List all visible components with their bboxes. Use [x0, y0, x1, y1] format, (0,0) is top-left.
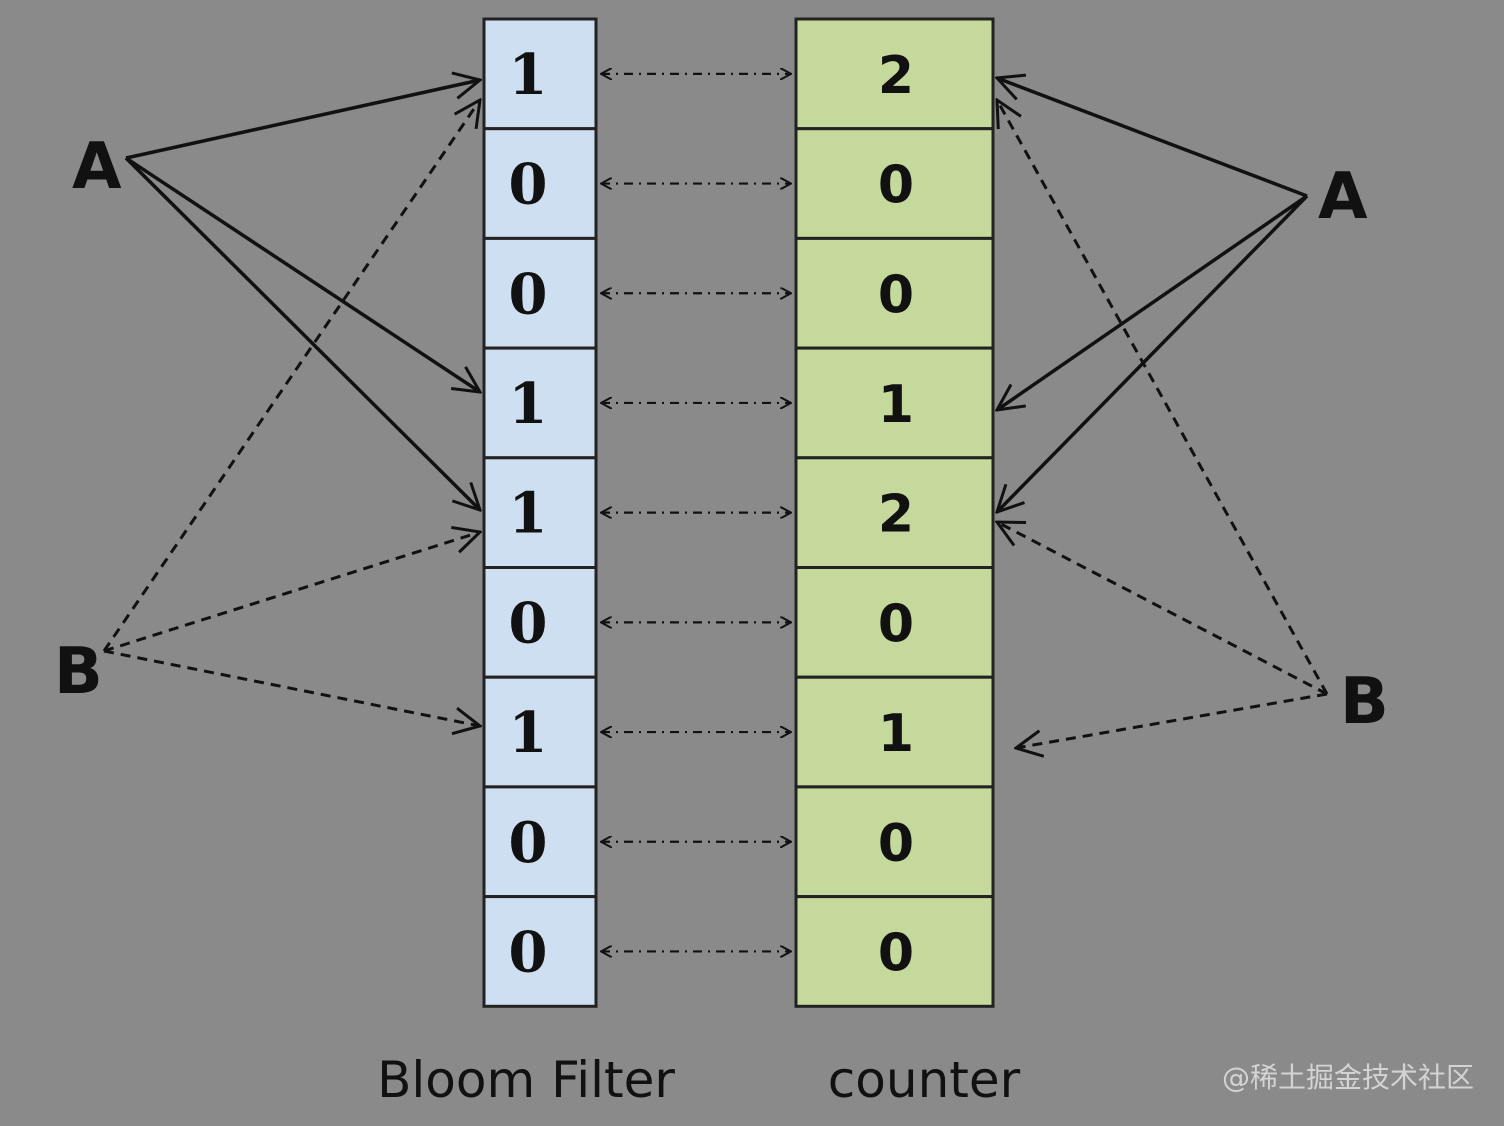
- bf-bit-value: 1: [509, 42, 548, 108]
- counter-column: 2 0 0 1 2 0 1 0 0: [794, 17, 995, 1008]
- hash-arrow: [103, 532, 480, 653]
- bf-cell: 0: [482, 236, 598, 350]
- bf-cell: 1: [482, 346, 598, 460]
- right-a-arrows: [997, 78, 1309, 512]
- left-b-arrows: [102, 100, 480, 726]
- bf-bit-value: 1: [509, 481, 548, 547]
- bf-cell: 0: [482, 895, 598, 1008]
- bf-cell: 0: [482, 566, 598, 679]
- counter-value: 2: [878, 46, 914, 106]
- hash-arrow: [997, 522, 1328, 696]
- counter-cell: 2: [794, 456, 995, 569]
- counter-cell: 0: [794, 895, 995, 1008]
- right-node-b: B: [1340, 665, 1389, 739]
- bloom-filter-label: Bloom Filter: [377, 1051, 675, 1109]
- bf-bit-value: 1: [509, 700, 548, 766]
- counter-value: 0: [878, 156, 914, 216]
- hash-arrow: [997, 194, 1309, 512]
- bf-counter-links: [601, 74, 791, 952]
- hash-arrow: [125, 80, 480, 160]
- left-node-b: B: [54, 635, 103, 709]
- counter-value: 2: [878, 485, 914, 545]
- hash-arrow: [997, 78, 1308, 198]
- bf-bit-value: 1: [509, 371, 548, 437]
- hash-arrow: [997, 194, 1308, 410]
- counter-label: counter: [828, 1051, 1021, 1109]
- counter-cell: 0: [794, 236, 995, 350]
- counter-cell: 1: [794, 346, 995, 460]
- counter-value: 0: [878, 814, 914, 874]
- hash-arrow: [997, 100, 1329, 695]
- left-node-a: A: [72, 130, 122, 204]
- hash-arrow: [103, 649, 480, 726]
- bf-cell: 1: [482, 675, 598, 789]
- bf-bit-value: 0: [509, 261, 548, 327]
- right-node-a: A: [1318, 160, 1368, 234]
- bf-cell: 1: [482, 456, 598, 569]
- left-a-arrows: [124, 80, 480, 510]
- counter-value: 1: [878, 704, 914, 764]
- bf-cell: 0: [482, 785, 598, 899]
- counter-value: 0: [878, 594, 914, 654]
- counter-cell: 2: [794, 17, 995, 131]
- counter-cell: 0: [794, 127, 995, 240]
- bf-bit-value: 0: [509, 590, 548, 656]
- hash-arrow: [124, 156, 480, 510]
- counter-cell: 0: [794, 566, 995, 679]
- hash-arrow: [1016, 692, 1328, 748]
- counter-value: 0: [878, 923, 914, 983]
- bf-bit-value: 0: [509, 152, 548, 218]
- watermark: @稀土掘金技术社区: [1221, 1061, 1474, 1094]
- counter-value: 0: [878, 265, 914, 325]
- bf-cell: 1: [482, 17, 598, 131]
- bf-bit-value: 0: [509, 919, 548, 985]
- bf-cell: 0: [482, 127, 598, 240]
- counter-cell: 0: [794, 785, 995, 899]
- bf-bit-value: 0: [509, 810, 548, 876]
- right-b-arrows: [997, 100, 1329, 748]
- counter-cell: 1: [794, 675, 995, 789]
- counter-value: 1: [878, 375, 914, 435]
- hash-arrow: [125, 156, 480, 392]
- bloom-filter-column: 1 0 0 1 1 0 1 0 0: [482, 17, 598, 1008]
- hash-arrow: [102, 100, 480, 652]
